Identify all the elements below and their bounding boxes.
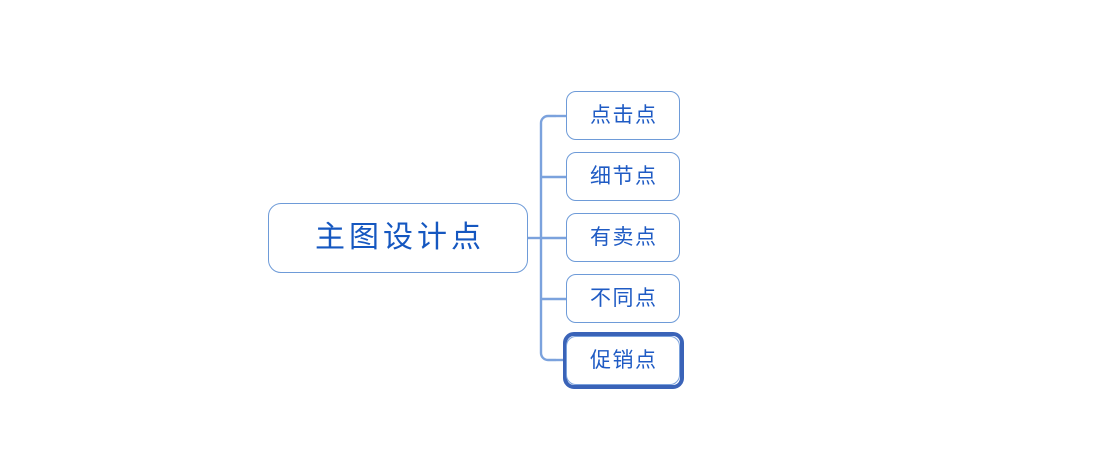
root-node-label: 主图设计点 xyxy=(315,220,485,255)
child-node-label: 细节点 xyxy=(590,164,658,188)
child-node-4[interactable]: 不同点 xyxy=(566,274,680,323)
child-node-label: 促销点 xyxy=(590,348,658,372)
child-node-label: 点击点 xyxy=(590,103,658,127)
root-node[interactable]: 主图设计点 xyxy=(268,203,528,273)
child-node-5-selected[interactable]: 促销点 xyxy=(566,336,680,385)
connector-trunk xyxy=(539,114,556,362)
child-node-label: 有卖点 xyxy=(590,225,658,249)
child-node-label: 不同点 xyxy=(590,286,658,310)
child-node-2[interactable]: 细节点 xyxy=(566,152,680,201)
child-node-3[interactable]: 有卖点 xyxy=(566,213,680,262)
child-node-1[interactable]: 点击点 xyxy=(566,91,680,140)
selection-highlight-frame xyxy=(563,332,684,389)
